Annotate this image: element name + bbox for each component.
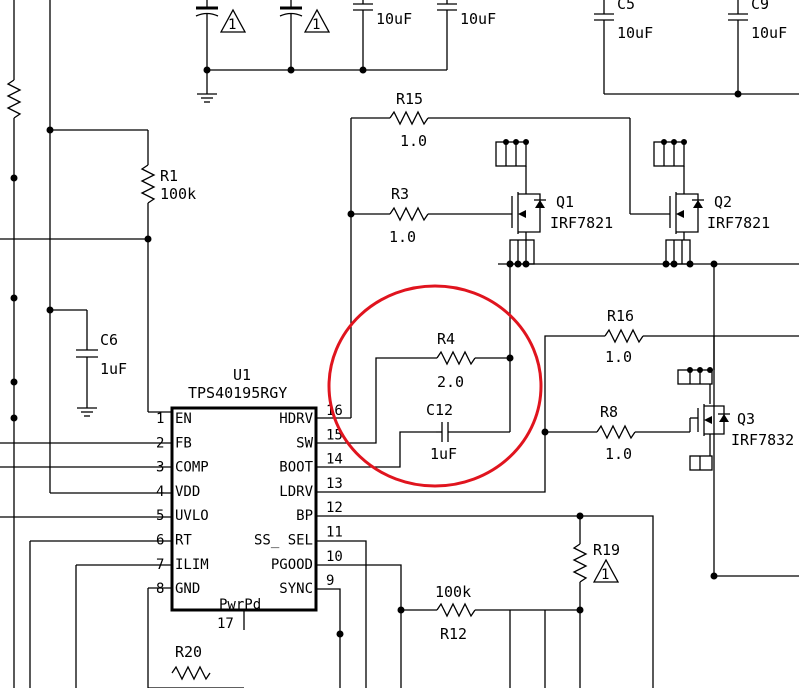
flag-icon	[219, 8, 247, 33]
ic-pin-number: 4	[156, 484, 164, 500]
q1-mosfet: Q1 IRF7821	[495, 139, 613, 265]
c6-capacitor: C6 1uF	[49, 130, 127, 493]
c5-value: 10uF	[617, 24, 653, 42]
r12-ref: R12	[440, 625, 467, 643]
q2-mosfet: Q2 IRF7821	[653, 139, 770, 265]
ic-left-wires	[0, 442, 244, 688]
highlight-circle	[327, 284, 543, 488]
ic-pin-name: SS_ SEL	[254, 533, 313, 549]
ic-pin-name: GND	[175, 581, 200, 597]
ic-pin-number: 8	[156, 581, 164, 597]
r1-resistor: R1 100k	[0, 129, 196, 413]
ic-pin-number: 5	[156, 508, 164, 524]
c12-ref: C12	[426, 401, 453, 419]
r3-value: 1.0	[389, 228, 416, 246]
q2-part: IRF7821	[707, 214, 770, 232]
ic-pin-number: 13	[326, 476, 343, 492]
ic-pin-number: 10	[326, 549, 343, 565]
c12-capacitor: C12 1uF	[426, 401, 510, 463]
ic-pin-name: BOOT	[279, 460, 313, 476]
switch-node	[498, 260, 799, 580]
output-capacitors: C5 10uF C9 10uF	[594, 0, 799, 98]
flag-label: 1	[312, 17, 320, 33]
ic-part: TPS40195RGY	[188, 384, 287, 402]
ic-pin-name: UVLO	[175, 508, 209, 524]
ic-pin-name: RT	[175, 533, 192, 549]
ic-pin-name: ILIM	[175, 557, 209, 573]
c12-value: 1uF	[430, 445, 457, 463]
ic-pin-name: EN	[175, 411, 192, 427]
c9-ref: C9	[751, 0, 769, 13]
ic-pin-name: SYNC	[279, 581, 313, 597]
r4-resistor: R4 2.0	[436, 330, 514, 391]
ic-pwrpad: PwrPd	[219, 597, 261, 613]
q3-mosfet: Q3 IRF7832	[677, 336, 794, 471]
flag-icon	[592, 558, 620, 583]
ic-pin-name: HDRV	[279, 411, 313, 427]
ic-pwrpad-num: 17	[217, 616, 234, 632]
q1-part: IRF7821	[550, 214, 613, 232]
r15-value: 1.0	[400, 132, 427, 150]
r12-value: 100k	[435, 583, 471, 601]
ic-pin-name: PGOOD	[271, 557, 313, 573]
r12-resistor: 100k R12	[401, 583, 580, 688]
r20-ref: R20	[175, 643, 202, 661]
r15-resistor: R15 1.0	[351, 90, 670, 215]
ic-pin-number: 12	[326, 500, 343, 516]
ic-pin-number: 11	[326, 525, 343, 541]
c5-ref: C5	[617, 0, 635, 13]
r8-resistor: R8 1.0	[545, 403, 698, 463]
r1-value: 100k	[160, 185, 196, 203]
ic-pin-number: 14	[326, 452, 343, 468]
r19-ref: R19	[593, 541, 620, 559]
ic-pin-name: BP	[296, 508, 313, 524]
ic-pin-name: VDD	[175, 484, 200, 500]
q3-ref: Q3	[737, 410, 755, 428]
ic-pin-name: LDRV	[279, 484, 313, 500]
r16-ref: R16	[607, 307, 634, 325]
ic-right-wires	[316, 118, 654, 688]
r20-resistor: R20	[171, 643, 211, 681]
ic-pin-number: 15	[326, 427, 343, 443]
r4-ref: R4	[437, 330, 455, 348]
r16-value: 1.0	[605, 348, 632, 366]
cap-top-2-value: 10uF	[460, 10, 496, 28]
flag-label: 1	[228, 17, 236, 33]
cap-top-1-value: 10uF	[376, 10, 412, 28]
c9-value: 10uF	[751, 24, 787, 42]
r3-ref: R3	[391, 185, 409, 203]
flag-icon	[303, 8, 331, 33]
c6-value: 1uF	[100, 360, 127, 378]
r4-value: 2.0	[437, 373, 464, 391]
ic-pin-number: 1	[156, 411, 164, 427]
ic-pin-name: COMP	[175, 460, 209, 476]
r8-value: 1.0	[605, 445, 632, 463]
c6-ref: C6	[100, 331, 118, 349]
r3-resistor: R3 1.0	[351, 185, 512, 246]
r15-ref: R15	[396, 90, 423, 108]
ic-pin-name: SW	[296, 435, 313, 451]
ic-pin-number: 9	[326, 573, 334, 589]
r16-resistor: R16 1.0	[604, 307, 799, 366]
ic-ref: U1	[233, 366, 251, 384]
ic-pin-name: FB	[175, 435, 192, 451]
flag-label: 1	[601, 567, 609, 583]
r8-ref: R8	[600, 403, 618, 421]
q2-ref: Q2	[714, 193, 732, 211]
q3-part: IRF7832	[731, 431, 794, 449]
r19-resistor: R19 1	[572, 516, 620, 688]
q1-ref: Q1	[556, 193, 574, 211]
top-capacitor-bank: 1 1 10uF 10uF	[195, 0, 496, 103]
r1-ref: R1	[160, 167, 178, 185]
left-edge-nets	[6, 0, 54, 688]
